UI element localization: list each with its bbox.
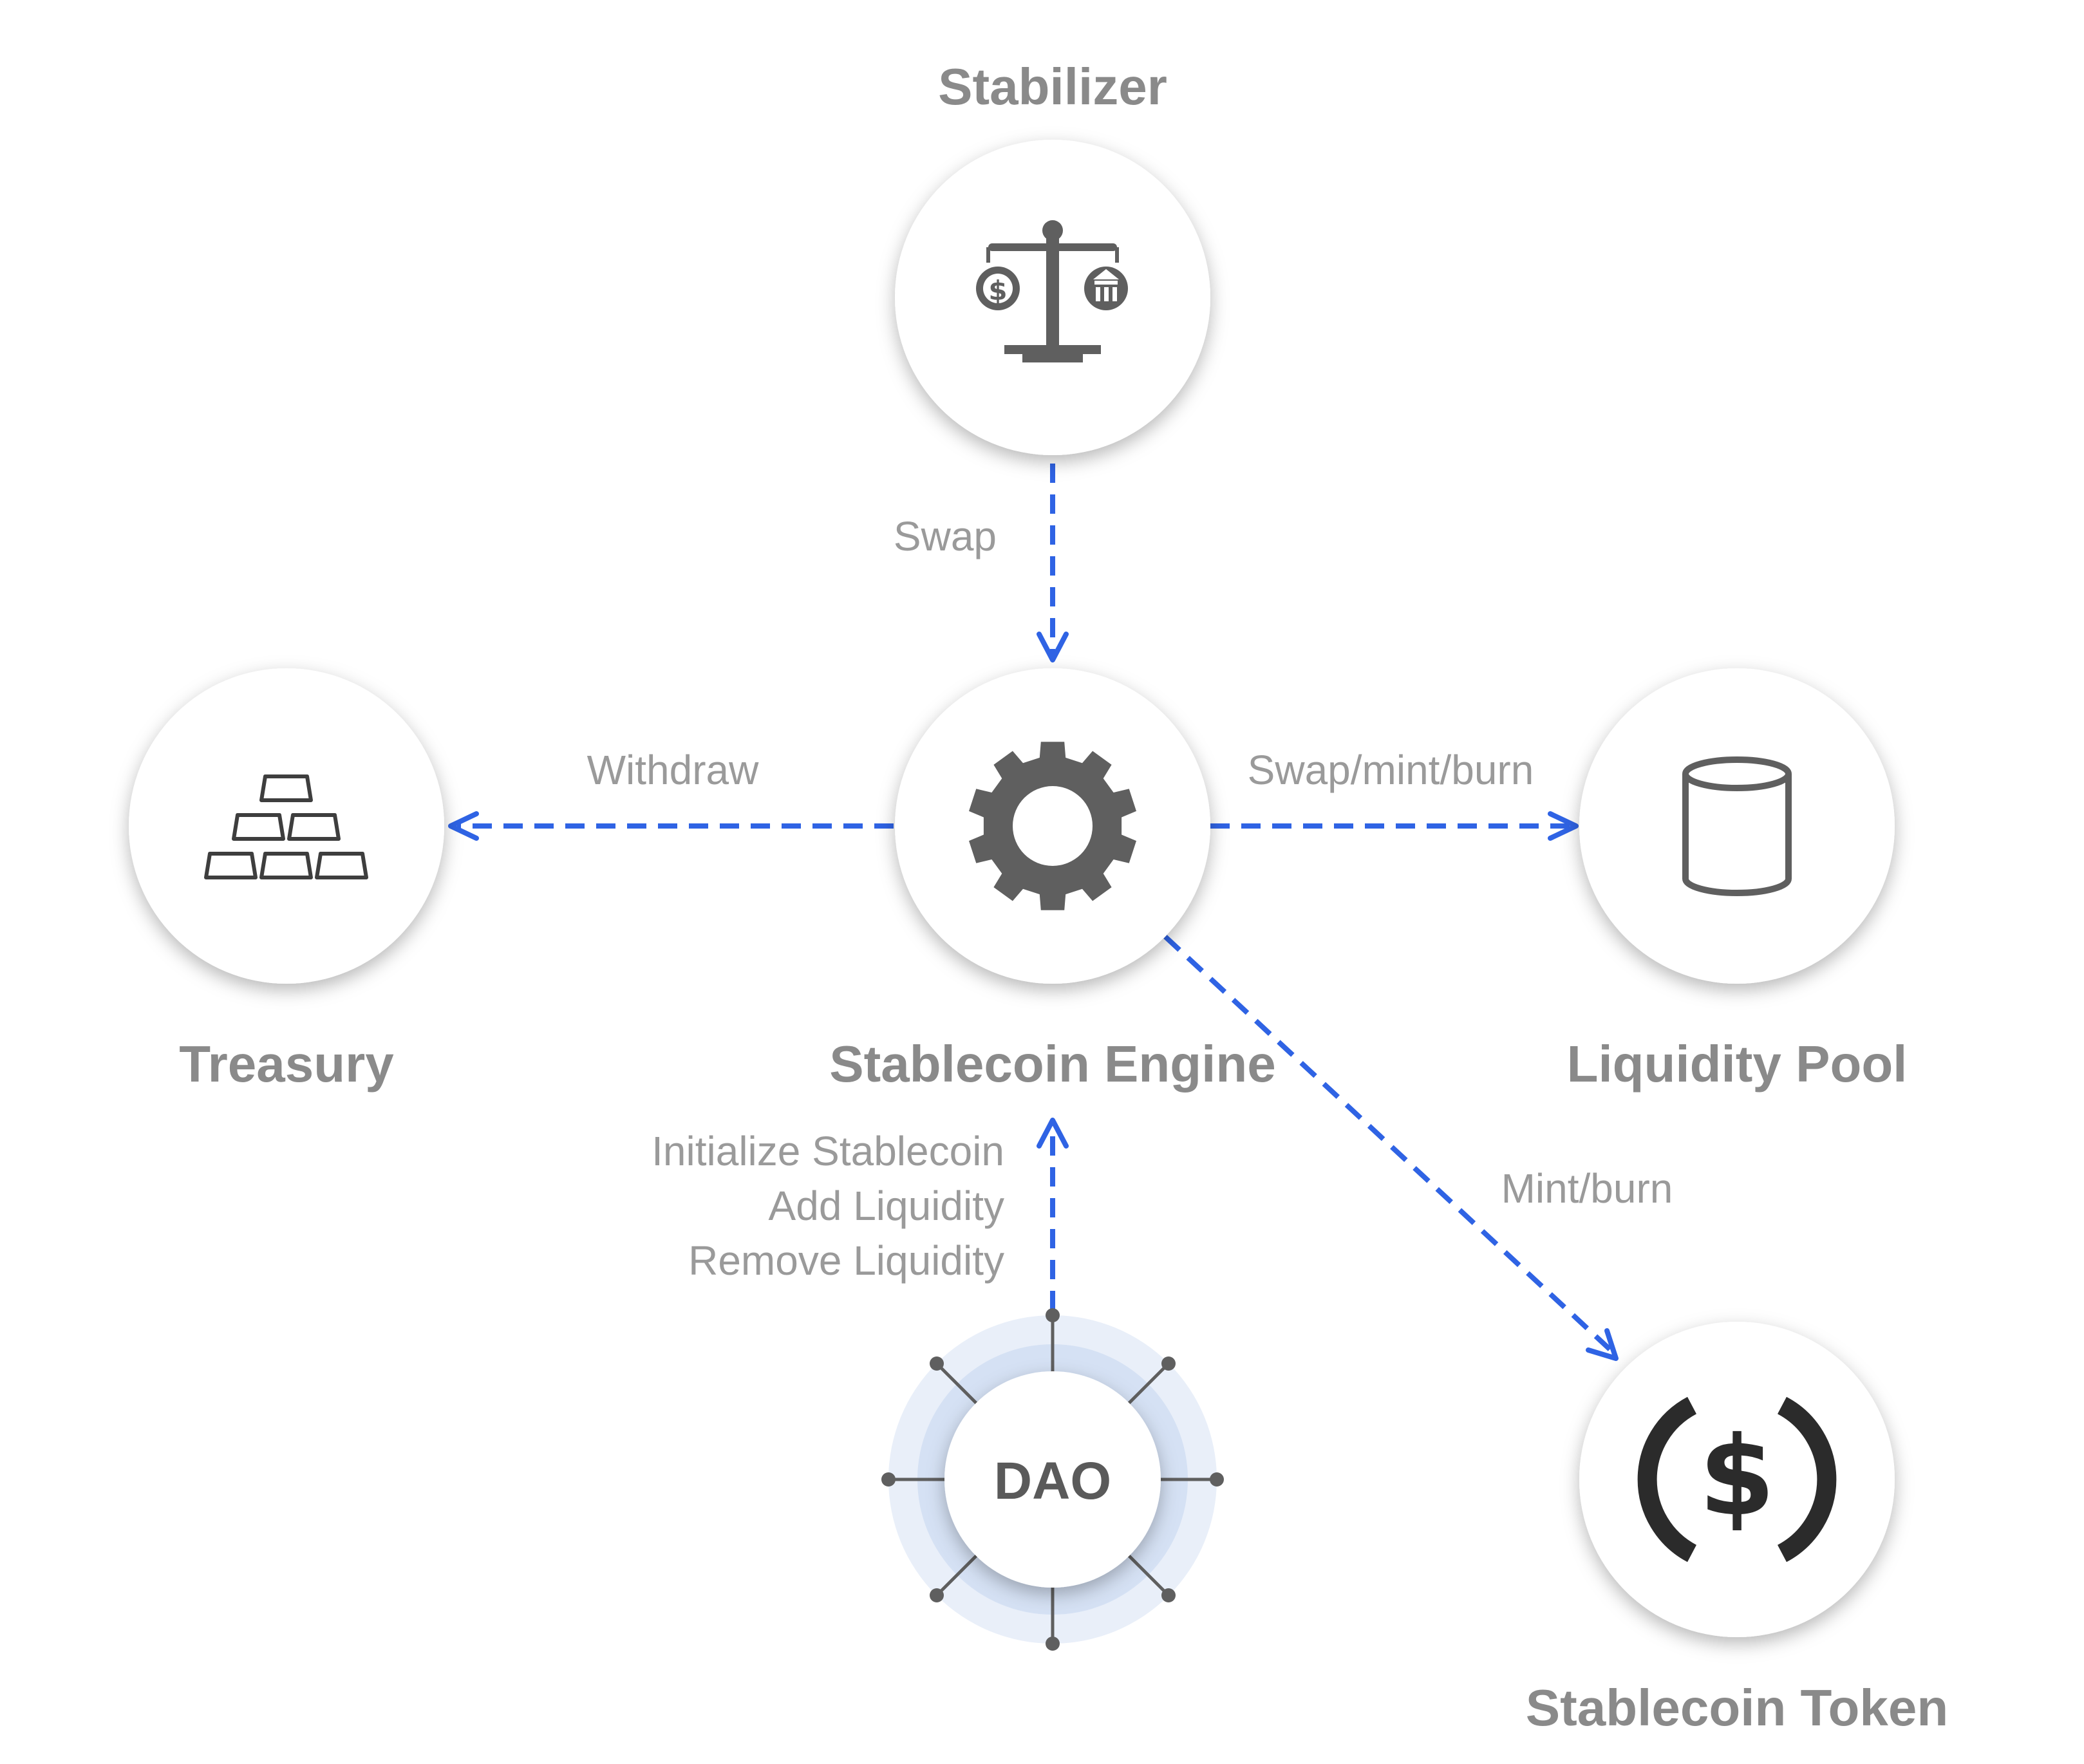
edge-engine-to-token [1163, 935, 1619, 1361]
database-cylinder-icon [1682, 756, 1792, 896]
node-circle [129, 668, 444, 984]
svg-text:$: $ [988, 275, 1007, 306]
edge-stabilizer-to-engine [1037, 464, 1069, 662]
edge-label-remove-liquidity: Remove Liquidity [688, 1237, 1004, 1284]
stablecoin-token-title: Stablecoin Token [1526, 1679, 1948, 1736]
gear-hole [1013, 786, 1093, 866]
node-circle [1579, 668, 1895, 984]
edge-dao-to-engine [1037, 1118, 1069, 1310]
svg-text:$: $ [1699, 1413, 1775, 1541]
edge-engine-to-treasury [448, 811, 894, 841]
node-dao[interactable]: DAO [881, 1308, 1224, 1651]
edge-label-swap: Swap [894, 513, 997, 559]
edge-label-initialize-stablecoin: Initialize Stablecoin [652, 1128, 1004, 1174]
treasury-title: Treasury [179, 1035, 394, 1093]
node-stablecoin-token[interactable]: $ Stablecoin Token [1526, 1322, 1948, 1736]
gold-bars-icon [204, 774, 368, 879]
node-stablecoin-engine[interactable]: Stablecoin Engine [829, 668, 1276, 1093]
edge-label-swap-mint-burn: Swap/mint/burn [1248, 747, 1534, 793]
node-stabilizer[interactable]: $ Stabilizer [895, 58, 1210, 455]
edge-label-mint-burn: Mint/burn [1501, 1165, 1673, 1212]
liquidity-pool-title: Liquidity Pool [1567, 1035, 1908, 1093]
engine-title: Stablecoin Engine [829, 1035, 1275, 1093]
node-treasury[interactable]: Treasury [129, 668, 444, 1093]
node-liquidity-pool[interactable]: Liquidity Pool [1567, 668, 1908, 1093]
gear-icon [969, 742, 1136, 910]
edge-engine-to-pool [1210, 811, 1579, 841]
balance-scale-icon: $ [976, 220, 1128, 362]
edge-label-add-liquidity: Add Liquidity [769, 1183, 1004, 1229]
node-circle [1579, 1322, 1895, 1637]
edge-label-withdraw: Withdraw [587, 747, 760, 793]
dao-title: DAO [994, 1452, 1111, 1510]
stabilizer-title: Stabilizer [938, 58, 1167, 115]
dao-core [944, 1371, 1161, 1588]
dollar-coin-icon: $ [1637, 1396, 1837, 1562]
